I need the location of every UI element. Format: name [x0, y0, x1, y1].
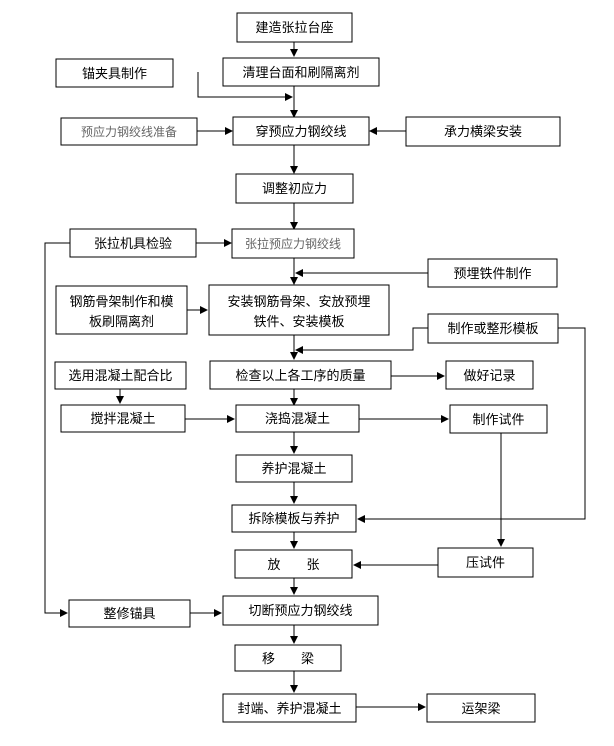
- edge-formwork-to-demold: [357, 327, 586, 523]
- node-press-test: 压试件: [437, 547, 534, 578]
- node-beam-install: 承力横梁安装: [405, 116, 561, 147]
- node-pour: 浇捣混凝土: [235, 404, 360, 433]
- node-release: 放 张: [234, 549, 353, 579]
- node-label: 预应力钢绞线准备: [81, 124, 177, 139]
- node-label: 养护混凝土: [261, 461, 326, 477]
- node-label: 制作试件: [472, 413, 524, 428]
- node-clean-bed: 清理台面和刷隔离剂: [222, 57, 380, 87]
- node-label: 制作或整形模板: [447, 322, 538, 337]
- node-specimen-make: 制作试件: [449, 404, 548, 434]
- node-build-bed: 建造张拉台座: [236, 12, 353, 43]
- node-label: 穿预应力钢绞线: [255, 124, 346, 140]
- node-cut-strand: 切断预应力钢绞线: [222, 595, 379, 626]
- node-label: 拆除模板与养护: [248, 511, 339, 527]
- node-label: 压试件: [466, 556, 505, 571]
- node-mix-design: 选用混凝土配合比: [54, 361, 187, 390]
- node-label-line2: 板刷隔离剂: [89, 314, 154, 330]
- node-label: 浇捣混凝土: [265, 411, 330, 427]
- node-label: 锚夹具制作: [82, 67, 147, 82]
- node-label: 调整初应力: [262, 181, 327, 197]
- node-label: 张拉机具检验: [94, 236, 172, 252]
- node-strand-prep: 预应力钢绞线准备: [60, 117, 198, 146]
- node-label-line1: 安装钢筋骨架、安放预埋: [227, 294, 370, 310]
- node-repair-anchor: 整修锚具: [68, 599, 191, 628]
- node-formwork-make: 制作或整形模板: [427, 313, 559, 344]
- edge-jack-to-repair: [44, 242, 70, 617]
- node-label: 预埋铁件制作: [453, 267, 531, 282]
- node-adjust-stress: 调整初应力: [235, 173, 354, 204]
- node-label: 运架梁: [461, 702, 500, 717]
- node-label: 检查以上各工序的质量: [235, 368, 365, 384]
- node-record: 做好记录: [445, 360, 534, 390]
- node-label: 整修锚具: [103, 607, 155, 622]
- node-demold: 拆除模板与养护: [231, 504, 357, 533]
- node-label: 做好记录: [463, 369, 515, 384]
- edge-formwork-to-main: [295, 327, 428, 354]
- node-rebar-make: 钢筋骨架制作和模 板刷隔离剂: [55, 285, 188, 335]
- node-label: 放 张: [267, 558, 319, 573]
- node-seal-end: 封端、养护混凝土: [222, 693, 357, 723]
- node-cure: 养护混凝土: [235, 454, 353, 483]
- node-label-line1: 钢筋骨架制作和模: [69, 294, 173, 310]
- node-label-line2: 铁件、安装模板: [253, 315, 344, 330]
- node-inspect: 检查以上各工序的质量: [209, 360, 392, 390]
- node-label: 移 梁: [262, 652, 314, 667]
- node-move-beam: 移 梁: [234, 644, 342, 672]
- node-anchor-make: 锚夹具制作: [55, 58, 174, 88]
- node-label: 张拉预应力钢绞线: [245, 236, 341, 251]
- node-label: 选用混凝土配合比: [68, 368, 172, 384]
- node-mix: 搅拌混凝土: [60, 404, 186, 433]
- edge-anchor-to-main: [197, 72, 293, 101]
- node-tension: 张拉预应力钢绞线: [231, 228, 355, 259]
- node-install-rebar: 安装钢筋骨架、安放预埋 铁件、安装模板: [208, 284, 390, 336]
- node-label: 清理台面和刷隔离剂: [242, 65, 359, 81]
- node-label: 切断预应力钢绞线: [248, 603, 352, 619]
- node-thread-strand: 穿预应力钢绞线: [232, 116, 370, 146]
- node-transport: 运架梁: [426, 693, 536, 723]
- node-jack-check: 张拉机具检验: [69, 228, 197, 258]
- flow-edges: [44, 42, 586, 711]
- node-embed-make: 预埋铁件制作: [427, 258, 558, 288]
- node-label: 封端、养护混凝土: [237, 701, 341, 717]
- node-label: 承力横梁安装: [444, 125, 522, 140]
- node-label: 建造张拉台座: [255, 21, 333, 36]
- node-label: 搅拌混凝土: [90, 411, 155, 427]
